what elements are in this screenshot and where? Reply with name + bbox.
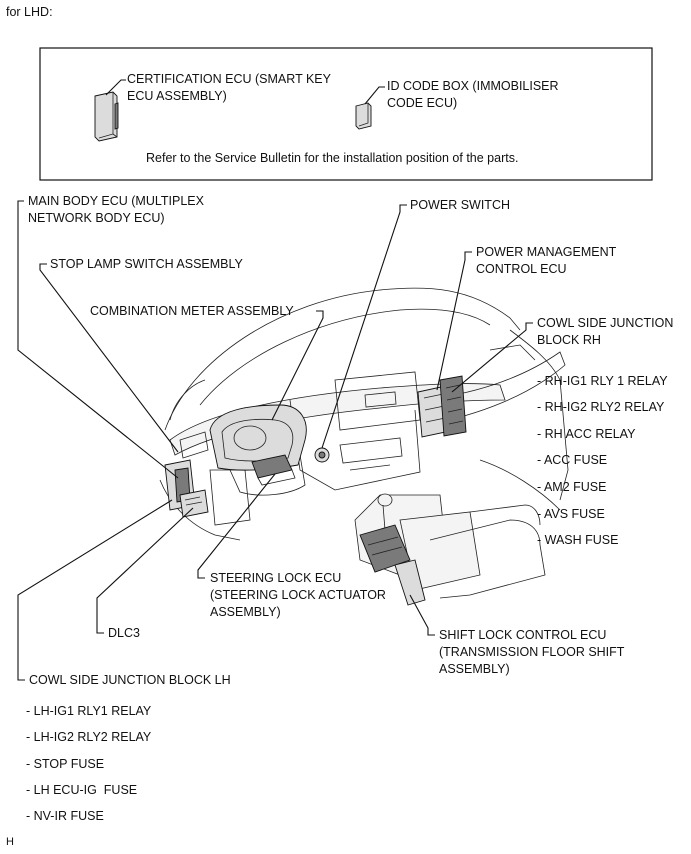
lh-item: - LH ECU-IG FUSE [26, 783, 138, 797]
rh-item: - AM2 FUSE [537, 480, 607, 494]
rh-item: - AVS FUSE [537, 507, 605, 521]
figure-code: H [6, 836, 14, 848]
certification-ecu-label: CERTIFICATION ECU (SMART KEY ECU ASSEMBL… [127, 72, 331, 103]
power-management-ecu-label: POWER MANAGEMENT CONTROL ECU [476, 245, 617, 276]
lh-item: - NV-IR FUSE [26, 809, 104, 823]
certification-ecu-leader [105, 79, 126, 96]
cowl-side-jb-rh-leader [451, 322, 533, 393]
steering-lock-ecu-label: STEERING LOCK ECU (STEERING LOCK ACTUATO… [210, 571, 386, 619]
id-code-box-part [355, 102, 372, 130]
shift-lock-ecu-part [359, 524, 426, 606]
id-code-box-label: ID CODE BOX (IMMOBILISER CODE ECU) [387, 79, 559, 110]
stop-lamp-switch-label: STOP LAMP SWITCH ASSEMBLY [50, 257, 243, 271]
cowl-side-jb-rh-label: COWL SIDE JUNCTION BLOCK RH [537, 316, 674, 347]
steering-lock-ecu-part [251, 454, 296, 486]
cowl-side-lh-parts [164, 459, 209, 518]
rh-item: - ACC FUSE [537, 453, 608, 467]
id-code-box-leader [364, 86, 385, 105]
lh-item: - STOP FUSE [26, 757, 105, 771]
main-body-ecu-label: MAIN BODY ECU (MULTIPLEX NETWORK BODY EC… [28, 194, 204, 225]
rh-item: - RH-IG1 RLY 1 RELAY [537, 374, 668, 388]
dlc3-label: DLC3 [108, 626, 140, 640]
power-management-ecu-leader [436, 251, 472, 391]
power-switch-label: POWER SWITCH [410, 198, 510, 212]
note-text: Refer to the Service Bulletin for the in… [146, 151, 519, 165]
cowl-side-jb-lh-label: COWL SIDE JUNCTION BLOCK LH [29, 673, 231, 687]
rh-item: - WASH FUSE [537, 533, 619, 547]
main-body-ecu-leader [17, 200, 179, 479]
rh-item: - RH ACC RELAY [537, 427, 636, 441]
variant-label: for LHD: [6, 5, 53, 19]
steering-lock-ecu-leader [197, 473, 276, 579]
combination-meter-part [209, 404, 307, 471]
rh-item: - RH-IG2 RLY2 RELAY [537, 400, 665, 414]
shift-lock-ecu-label: SHIFT LOCK CONTROL ECU (TRANSMISSION FLO… [439, 628, 625, 676]
cowl-side-rh-parts [417, 375, 467, 438]
stop-lamp-switch-leader [39, 263, 179, 453]
dlc3-leader [96, 507, 194, 634]
power-switch-leader [321, 204, 407, 449]
lh-item: - LH-IG1 RLY1 RELAY [26, 704, 152, 718]
power-switch-part [314, 447, 330, 463]
certification-ecu-part [94, 91, 119, 142]
note-box-frame [39, 47, 653, 181]
shift-lock-ecu-leader [409, 594, 435, 636]
combination-meter-label: COMBINATION METER ASSEMBLY [90, 304, 294, 318]
combination-meter-leader [271, 310, 324, 421]
lh-item: - LH-IG2 RLY2 RELAY [26, 730, 152, 744]
cowl-side-jb-lh-leader [17, 499, 173, 681]
